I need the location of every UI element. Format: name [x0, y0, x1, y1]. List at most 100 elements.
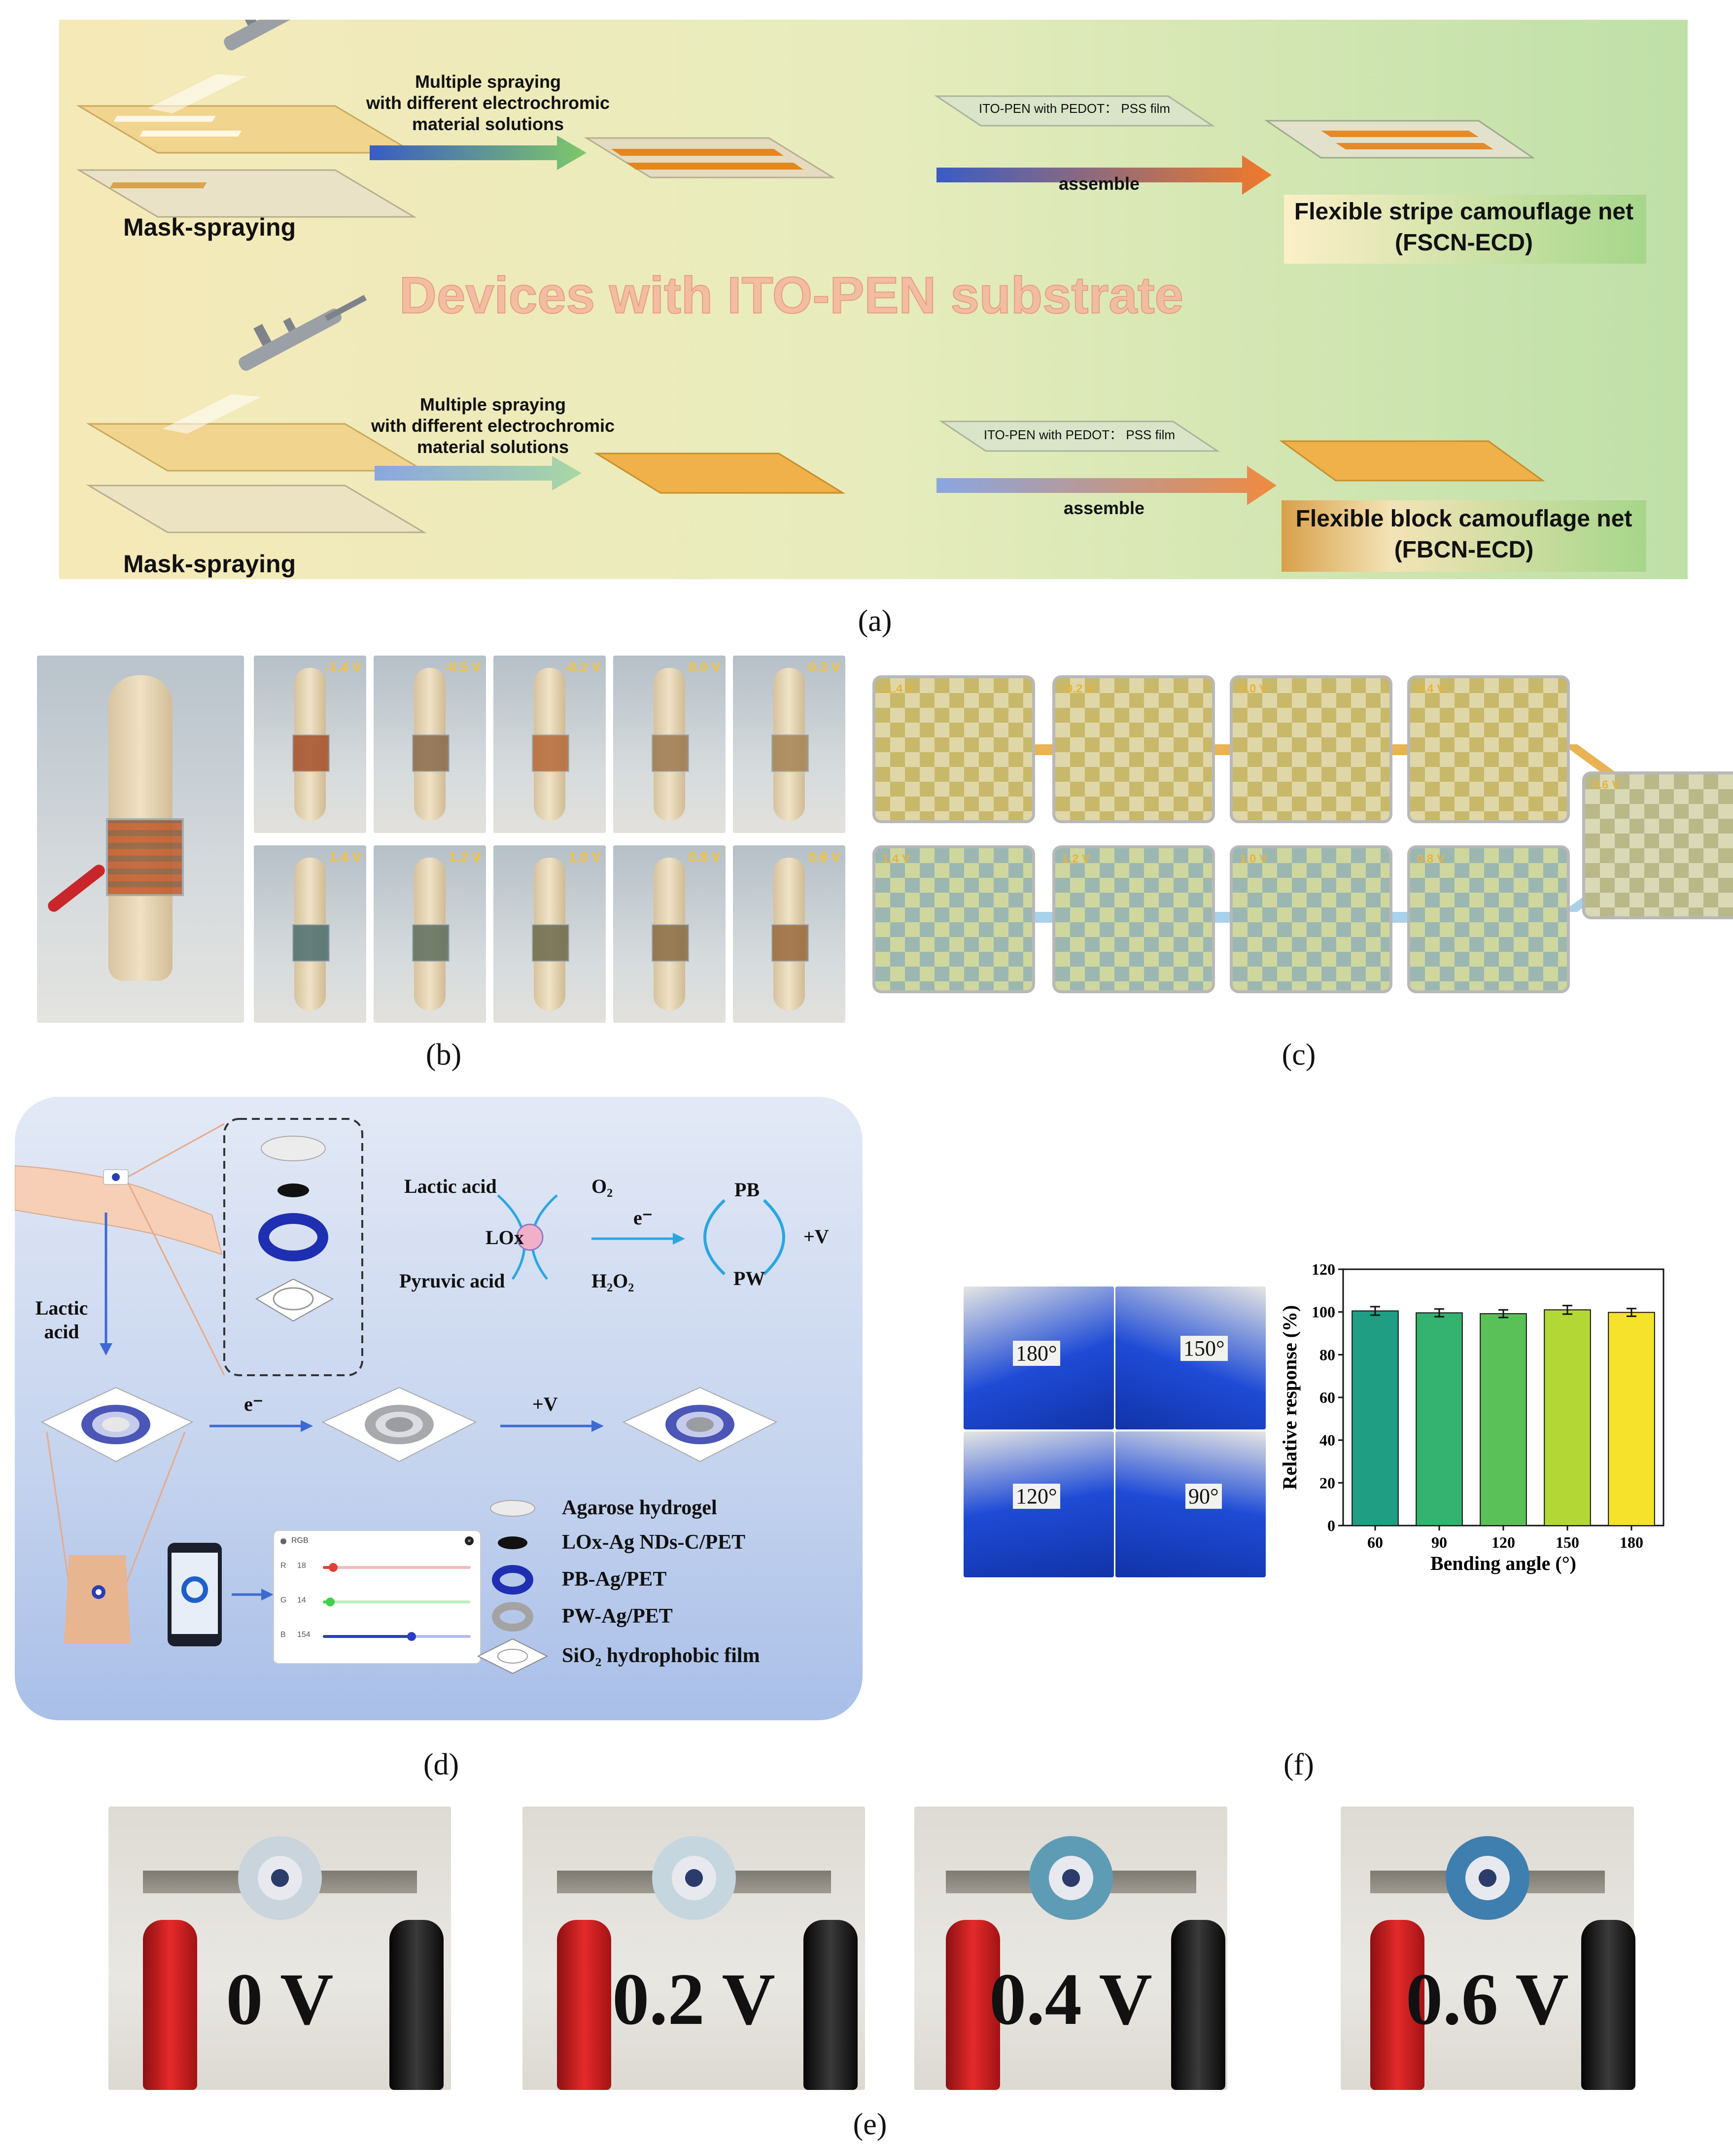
- d-lactic-side-1: Lactic: [35, 1297, 88, 1319]
- red-wire: [45, 862, 107, 914]
- d-lactic-acid: Lactic acid: [404, 1175, 497, 1197]
- a-top-film-label: ITO-PEN with PEDOT： PSS film: [978, 101, 1171, 116]
- rgb-slider-fill: [323, 1635, 412, 1638]
- red-clip: [142, 1920, 197, 2090]
- mannequin-photo: 0.0 V: [613, 656, 726, 833]
- mannequin-photo: 0.3 V: [733, 656, 845, 833]
- y-axis-label: Relative response (%): [1279, 1305, 1301, 1490]
- a-top-arrow1-line3: material solutions: [412, 114, 564, 134]
- voltage-label: -0.5 V: [444, 660, 481, 675]
- caption-c: (c): [1282, 1038, 1316, 1072]
- y-tick-label: 60: [1319, 1389, 1335, 1406]
- caption-e: (e): [853, 2108, 887, 2141]
- caption-f: (f): [1283, 1748, 1314, 1781]
- mannequin-device: [412, 734, 450, 772]
- block-voltage-label: 1.4 V: [882, 852, 910, 866]
- block-net-top: -0.2 V: [1052, 675, 1215, 823]
- voltage-label: 0.3 V: [808, 660, 840, 675]
- block-net-bottom: 1.0 V: [1230, 845, 1392, 993]
- bar: [1544, 1309, 1591, 1526]
- voltage-label: 0.2 V: [612, 1958, 775, 2040]
- x-tick-label: 180: [1620, 1533, 1643, 1551]
- voltage-label: 0.8 V: [688, 849, 721, 865]
- angle-180: 180°: [1013, 1341, 1060, 1366]
- sensor-disc: [1029, 1836, 1113, 1920]
- block-net-top: -1.4 V: [872, 675, 1035, 823]
- black-clip: [1171, 1920, 1225, 2090]
- d-plus-v-mid: +V: [532, 1393, 558, 1415]
- legend-sio2: SiO₂ hydrophobic film: [562, 1644, 760, 1667]
- x-tick-label: 150: [1556, 1533, 1579, 1551]
- angle-120: 120°: [1013, 1484, 1060, 1509]
- rgb-title: RGB: [291, 1536, 309, 1545]
- panel-d: Lactic acid LOx Pyruvic acid O₂ H₂O₂ e⁻ …: [15, 1097, 863, 1720]
- voltage-label: 0.6 V: [1406, 1958, 1569, 2040]
- d-pb: PB: [734, 1179, 760, 1201]
- rgb-channel-value: 14: [297, 1596, 306, 1604]
- bar: [1416, 1312, 1463, 1527]
- bar: [1608, 1312, 1655, 1527]
- a-bottom-arrow1-line3: material solutions: [416, 437, 569, 457]
- mannequin-device: [771, 924, 809, 962]
- voltage-label: 0.4 V: [989, 1958, 1152, 2040]
- mannequin-device: [652, 734, 689, 772]
- voltage-label: 1.2 V: [449, 849, 481, 865]
- red-clip: [1370, 1920, 1424, 2090]
- panel-b: [37, 656, 845, 1023]
- d-electron-mid: e⁻: [244, 1393, 263, 1415]
- panel-e-row: 0 V 0.2 V 0.4 V 0.6 V: [0, 1807, 1733, 2092]
- rgb-slider-handle[interactable]: [326, 1598, 335, 1606]
- rgb-slider-track[interactable]: [323, 1566, 471, 1569]
- block-net-top: 0.0 V: [1230, 675, 1392, 823]
- d-h2o2: H₂O₂: [591, 1270, 634, 1292]
- y-tick-label: 20: [1319, 1474, 1335, 1492]
- block-voltage-label: 0.8 V: [1417, 852, 1445, 866]
- rgb-slider-handle[interactable]: [329, 1563, 338, 1572]
- d-lox: LOx: [485, 1226, 524, 1249]
- mannequin-device: [292, 734, 330, 772]
- a-top-result-line2: (FSCN-ECD): [1395, 230, 1533, 256]
- rgb-slider-track[interactable]: [323, 1600, 471, 1603]
- block-voltage-label: -0.2 V: [1062, 682, 1094, 695]
- legend-pb: PB-Ag/PET: [562, 1568, 667, 1591]
- angle-150: 150°: [1180, 1336, 1228, 1361]
- block-voltage-label: 0.0 V: [1240, 682, 1268, 695]
- mannequin-device: [532, 924, 569, 962]
- rgb-slider-handle[interactable]: [407, 1632, 416, 1641]
- d-pyruvic-acid: Pyruvic acid: [399, 1270, 505, 1292]
- electrode-photo: 0.2 V: [522, 1807, 865, 2090]
- mannequin-device: [652, 924, 689, 962]
- caption-d: (d): [423, 1748, 459, 1781]
- a-top-arrow1-line1: Multiple spraying: [415, 71, 561, 92]
- voltage-label: 0.6 V: [808, 849, 840, 865]
- d-electron-top: e⁻: [633, 1207, 653, 1229]
- panel-f-photos: 180° 150° 120° 90°: [964, 1287, 1267, 1577]
- black-clip: [389, 1920, 444, 2090]
- panel-a-diagram: [59, 20, 1688, 579]
- y-tick-label: 80: [1319, 1346, 1335, 1363]
- a-top-result-line1: Flexible stripe camouflage net: [1294, 199, 1634, 225]
- voltage-label: 0 V: [226, 1958, 334, 2040]
- close-icon[interactable]: ×: [465, 1536, 474, 1545]
- y-tick-label: 100: [1312, 1303, 1335, 1321]
- red-clip: [945, 1920, 1000, 2090]
- electrode-photo: 0.6 V: [1341, 1807, 1635, 2090]
- block-net-bottom: 1.4 V: [872, 845, 1035, 993]
- bar: [1480, 1313, 1527, 1526]
- mannequin-photo: 1.0 V: [493, 845, 606, 1023]
- a-bottom-assemble: assemble: [1063, 498, 1145, 518]
- rgb-channel-label: G: [280, 1596, 287, 1604]
- rgb-channel-value: 154: [297, 1631, 311, 1639]
- block-net-top: 0.4 V: [1407, 675, 1570, 823]
- y-tick-label: 40: [1319, 1431, 1335, 1449]
- mannequin-photo: 1.4 V: [254, 845, 366, 1023]
- mannequin-photo: -0.2 V: [493, 656, 606, 833]
- mannequin-device: [532, 734, 569, 772]
- y-tick-label: 120: [1312, 1260, 1335, 1278]
- rgb-dot-icon: [280, 1538, 286, 1544]
- mannequin-device: [106, 818, 184, 896]
